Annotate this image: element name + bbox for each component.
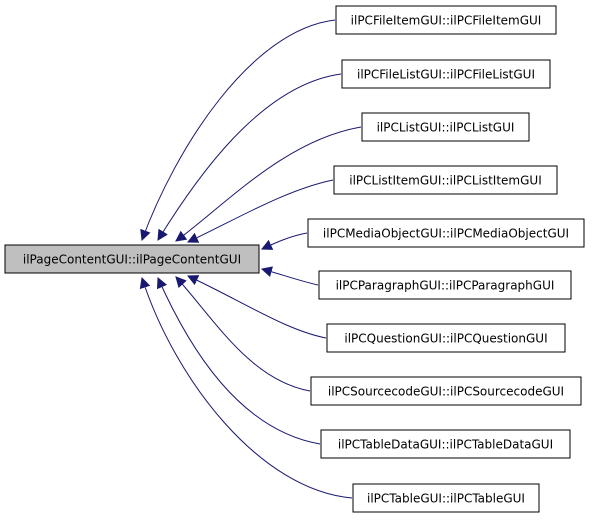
edge-arrow	[187, 275, 327, 339]
child-node-label: ilPCQuestionGUI::ilPCQuestionGUI	[344, 332, 547, 346]
child-node-label: ilPCFileItemGUI::ilPCFileItemGUI	[351, 14, 542, 28]
child-node-label: ilPCListGUI::ilPCListGUI	[377, 121, 515, 135]
child-node[interactable]: ilPCParagraphGUI::ilPCParagraphGUI	[318, 270, 572, 300]
edge-arrow	[260, 266, 319, 286]
edge-arrow	[261, 232, 308, 250]
child-node[interactable]: ilPCTableDataGUI::ilPCTableDataGUI	[320, 429, 571, 459]
child-node-label: ilPCListItemGUI::ilPCListItemGUI	[349, 174, 541, 188]
child-node[interactable]: ilPCListItemGUI::ilPCListItemGUI	[333, 165, 558, 195]
edge-arrow	[156, 276, 321, 445]
edges	[139, 19, 362, 499]
child-node-label: ilPCTableDataGUI::ilPCTableDataGUI	[338, 438, 553, 452]
root-node[interactable]: ilPageContentGUI::ilPageContentGUI	[4, 244, 260, 274]
root-node-label: ilPageContentGUI::ilPageContentGUI	[23, 253, 241, 267]
child-node-label: ilPCTableGUI::ilPCTableGUI	[367, 492, 525, 506]
child-node[interactable]: ilPCMediaObjectGUI::ilPCMediaObjectGUI	[307, 218, 585, 248]
child-node[interactable]: ilPCTableGUI::ilPCTableGUI	[352, 483, 540, 513]
child-node[interactable]: ilPCFileListGUI::ilPCFileListGUI	[341, 59, 551, 89]
child-node-label: ilPCParagraphGUI::ilPCParagraphGUI	[336, 279, 555, 293]
child-node-label: ilPCFileListGUI::ilPCFileListGUI	[357, 68, 535, 82]
child-node-label: ilPCSourcecodeGUI::ilPCSourcecodeGUI	[328, 385, 564, 399]
edge-arrow	[187, 179, 334, 243]
edge-arrow	[139, 276, 353, 499]
child-node[interactable]: ilPCSourcecodeGUI::ilPCSourcecodeGUI	[310, 376, 582, 406]
edge-arrow	[140, 19, 336, 242]
edge-arrow	[157, 73, 342, 241]
child-node-label: ilPCMediaObjectGUI::ilPCMediaObjectGUI	[323, 227, 569, 241]
edge-arrow	[175, 276, 311, 392]
child-node[interactable]: ilPCQuestionGUI::ilPCQuestionGUI	[326, 323, 566, 353]
child-node[interactable]: ilPCListGUI::ilPCListGUI	[361, 112, 530, 142]
child-node[interactable]: ilPCFileItemGUI::ilPCFileItemGUI	[335, 5, 557, 35]
edge-arrow	[175, 126, 362, 242]
